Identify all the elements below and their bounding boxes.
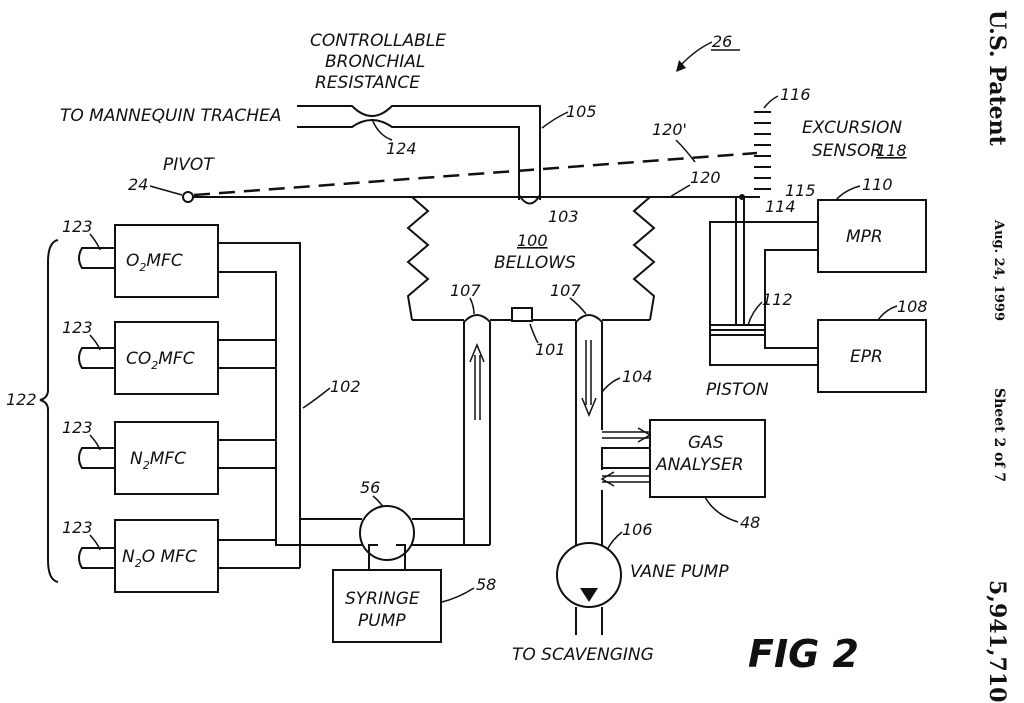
excursion-label-2: SENSOR [812, 141, 882, 161]
ref-118: 118 [876, 141, 907, 160]
controllable-label-2: BRONCHIAL [325, 52, 425, 72]
svg-text:CO2MFC: CO2MFC [126, 349, 195, 372]
mfc-n2: N2MFC [78, 421, 219, 495]
valve-56-ports [368, 544, 406, 570]
ref-114: 114 [765, 197, 796, 216]
ref-116: 116 [780, 85, 811, 104]
ref-105: 105 [566, 102, 597, 121]
piston-label: PISTON [706, 380, 769, 400]
ref-123-a: 123 [62, 217, 93, 236]
leader-26 [679, 41, 713, 67]
scavenging-label: TO SCAVENGING [512, 645, 654, 665]
excursion-sensor-scale [754, 111, 771, 190]
header-patent: U.S. Patent [984, 10, 1010, 147]
ref-115: 115 [785, 181, 816, 200]
vane-pump [556, 542, 622, 608]
mfc-group-brace [39, 239, 59, 583]
ref-120: 120 [690, 168, 721, 187]
valve-101 [511, 307, 533, 322]
ref-104: 104 [622, 367, 653, 386]
gas-analyser-box [649, 419, 766, 498]
mfc-o2: O2MFC [78, 224, 219, 298]
mfc-n2o: N2O MFC [78, 519, 219, 593]
ref-122: 122 [6, 390, 37, 409]
ref-124: 124 [386, 139, 417, 158]
pivot-point [182, 191, 194, 203]
header-date: Aug. 24, 1999 [991, 219, 1006, 321]
header-number: 5,941,710 [984, 580, 1010, 702]
ref-102: 102 [330, 377, 361, 396]
ref-24: 24 [128, 175, 148, 194]
epr-label: EPR [850, 347, 883, 367]
ref-123-d: 123 [62, 518, 93, 537]
outlet-tube [575, 314, 603, 550]
ref-120-prime: 120' [652, 120, 687, 139]
pivot-label: PIVOT [163, 155, 215, 175]
ref-107-left: 107 [450, 281, 481, 300]
manifold-102 [218, 242, 362, 569]
controllable-label-3: RESISTANCE [315, 73, 420, 93]
mpr-box [817, 199, 927, 273]
ref-101: 101 [535, 340, 566, 359]
ref-48: 48 [740, 513, 760, 532]
ref-123-c: 123 [62, 418, 93, 437]
ref-112: 112 [762, 290, 793, 309]
header-sheet: Sheet 2 of 7 [991, 388, 1007, 482]
vane-pump-label: VANE PUMP [630, 562, 729, 582]
mpr-label: MPR [846, 227, 883, 247]
ref-123-b: 123 [62, 318, 93, 337]
inlet-tube [463, 314, 491, 545]
gas-label-2: ANALYSER [655, 455, 744, 475]
leader-124 [371, 118, 393, 141]
ref-56: 56 [360, 478, 380, 497]
syringe-label-1: SYRINGE [345, 589, 420, 609]
leader-105 [541, 111, 569, 129]
ref-103: 103 [548, 207, 579, 226]
controllable-label-1: CONTROLLABLE [310, 31, 446, 51]
gas-label-1: GAS [688, 433, 724, 453]
lever-dashed-120-prime [193, 151, 758, 197]
epr-box [817, 319, 927, 393]
bellows [406, 196, 656, 322]
ref-106: 106 [622, 520, 653, 539]
arrow-26 [676, 60, 686, 72]
ref-100: 100 [517, 231, 548, 250]
trachea-tube [297, 105, 541, 200]
excursion-label-1: EXCURSION [802, 118, 902, 138]
bellows-label: BELLOWS [494, 253, 576, 273]
syringe-pump-box [332, 569, 442, 643]
ref-110: 110 [862, 175, 893, 194]
svg-text:N2MFC: N2MFC [130, 449, 186, 472]
vane-pump-arrow [580, 588, 598, 602]
valve-56 [359, 505, 415, 561]
trachea-label: TO MANNEQUIN TRACHEA [60, 106, 281, 126]
piston-assembly [709, 197, 818, 366]
syringe-label-2: PUMP [358, 611, 406, 631]
ref-58: 58 [476, 575, 496, 594]
svg-text:N2O MFC: N2O MFC [122, 547, 197, 570]
ref-107-right: 107 [550, 281, 581, 300]
gas-sample-lines [600, 427, 652, 487]
ref-26: 26 [712, 32, 732, 51]
bellows-port-103 [518, 194, 541, 205]
svg-text:O2MFC: O2MFC [126, 251, 183, 274]
mfc-co2: CO2MFC [78, 321, 219, 395]
ref-108: 108 [897, 297, 928, 316]
figure-caption: FIG 2 [748, 632, 859, 676]
